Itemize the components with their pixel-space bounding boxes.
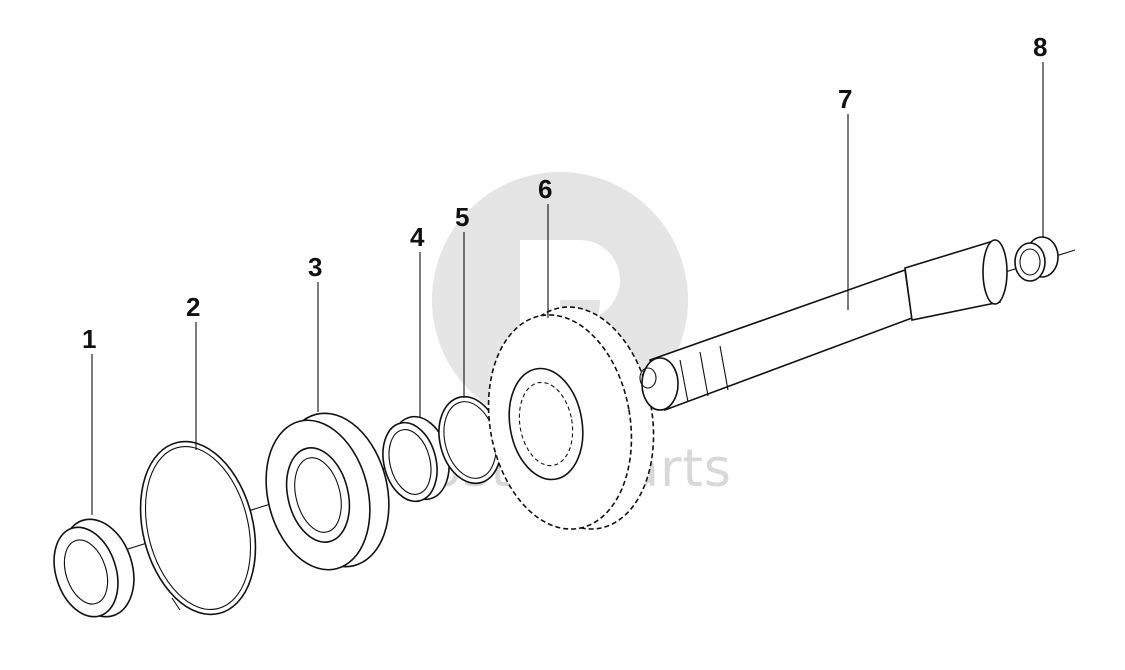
part-1-collar — [53, 518, 135, 618]
part-4-spacer — [382, 415, 450, 503]
part-7-shaft — [639, 239, 1008, 412]
callout-5: 5 — [455, 202, 469, 232]
callout-6: 6 — [538, 174, 552, 204]
part-8-bushing — [1014, 236, 1059, 282]
callout-2: 2 — [186, 292, 200, 322]
part-3-bearing — [265, 412, 390, 571]
callout-1: 1 — [82, 324, 96, 354]
callout-3: 3 — [308, 252, 322, 282]
part-2-snap-ring — [139, 440, 257, 616]
part-6-gear — [487, 306, 655, 530]
callout-7: 7 — [838, 84, 852, 114]
callout-8: 8 — [1033, 32, 1047, 62]
callout-4: 4 — [410, 222, 425, 252]
